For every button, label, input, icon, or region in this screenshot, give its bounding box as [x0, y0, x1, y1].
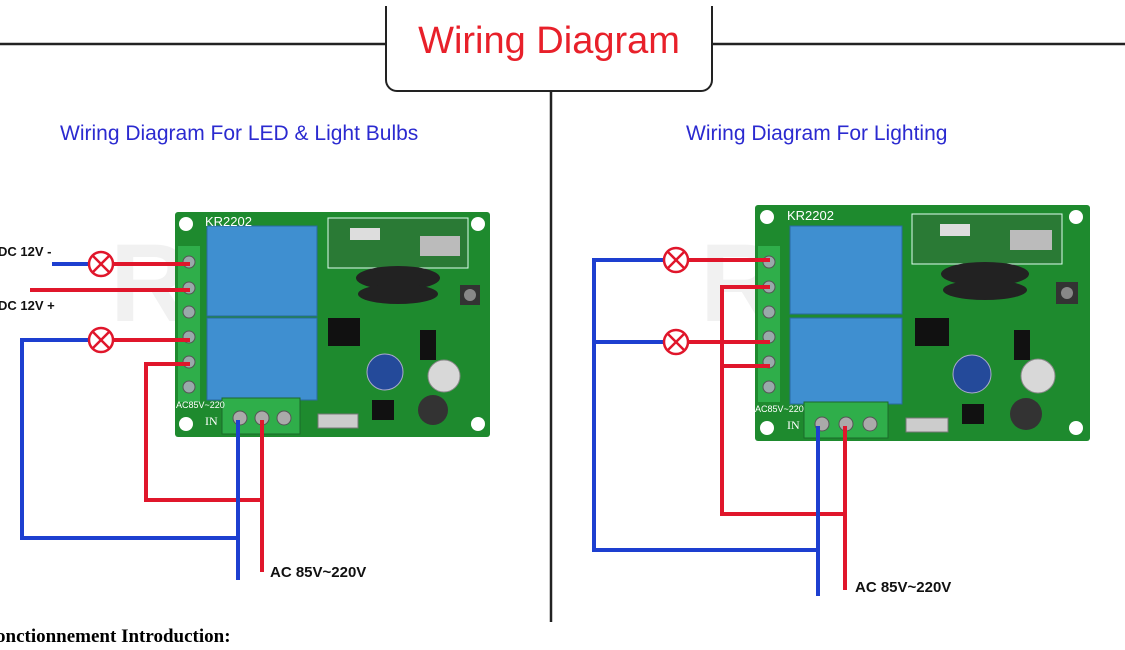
- main-title: Wiring Diagram: [418, 20, 680, 62]
- left-terminal-text: AC85V~220: [176, 400, 225, 410]
- right-panel-title: Wiring Diagram For Lighting: [686, 122, 948, 145]
- main-title-box: Wiring Diagram: [385, 6, 713, 92]
- right-in-label: IN: [787, 418, 800, 432]
- left-relay-board: [175, 212, 490, 437]
- left-board-model: KR2202: [205, 214, 252, 229]
- section-heading-footer: onctionnement Introduction:: [0, 626, 231, 647]
- left-panel-title: Wiring Diagram For LED & Light Bulbs: [60, 122, 419, 145]
- dc-12v-negative-label: DC 12V -: [0, 244, 52, 259]
- left-in-label: IN: [205, 414, 218, 428]
- right-relay-board: [755, 205, 1090, 441]
- right-terminal-text: AC85V~220: [755, 404, 804, 414]
- right-wiring: [592, 246, 847, 596]
- left-ac-supply-label: AC 85V~220V: [270, 564, 367, 581]
- right-board-model: KR2202: [787, 208, 834, 223]
- left-wiring: [20, 250, 264, 580]
- right-ac-supply-label: AC 85V~220V: [855, 579, 952, 596]
- dc-12v-positive-label: DC 12V +: [0, 298, 55, 313]
